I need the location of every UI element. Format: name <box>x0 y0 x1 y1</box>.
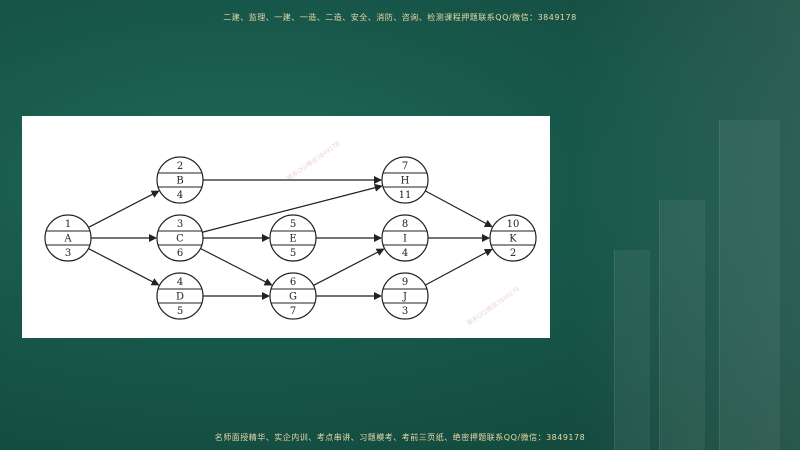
node-3: 3C 6 <box>156 214 204 262</box>
node-duration-label: 7 <box>290 306 296 317</box>
node-circle <box>156 214 204 262</box>
edges-layer <box>88 176 493 300</box>
node-duration-label: 4 <box>402 248 408 259</box>
node-name-label: E <box>289 234 296 245</box>
edge-arrow-1-2 <box>88 190 160 228</box>
node-4: 4D 5 <box>156 272 204 320</box>
node-circle <box>381 272 429 320</box>
node-name-label: D <box>176 292 184 303</box>
building-silhouette <box>719 120 780 450</box>
building-silhouette <box>614 250 650 450</box>
node-9: 9J 3 <box>381 272 429 320</box>
edge-arrow-3-6 <box>200 247 273 286</box>
footer-banner: 名师面授精华、实企内训、考点串讲、习题模考、考前三页纸、绝密押题联系QQ/微信：… <box>214 433 586 442</box>
node-circle <box>269 214 317 262</box>
node-name-label: I <box>403 234 407 245</box>
node-id-label: 3 <box>177 219 183 230</box>
node-duration-label: 4 <box>177 190 183 201</box>
node-duration-label: 11 <box>399 190 412 201</box>
node-circle <box>44 214 92 262</box>
node-8: 8I 4 <box>381 214 429 262</box>
node-name-label: A <box>63 234 72 245</box>
node-name-label: G <box>289 292 297 303</box>
node-id-label: 5 <box>290 219 296 230</box>
node-name-label: K <box>509 234 517 245</box>
node-name-label: H <box>401 176 410 187</box>
node-duration-label: 5 <box>177 306 183 317</box>
header-banner: 二建、监理、一建、一造、二造、安全、消防、咨询、检测课程押题联系QQ/微信：38… <box>223 13 577 22</box>
node-id-label: 1 <box>65 219 71 230</box>
node-6: 6G 7 <box>269 272 317 320</box>
node-id-label: 4 <box>177 277 183 288</box>
node-id-label: 6 <box>290 277 296 288</box>
edge-arrow-6-8 <box>313 248 385 286</box>
edge-arrow-7-10 <box>424 190 493 228</box>
node-id-label: 10 <box>507 219 520 230</box>
edge-arrow-1-4 <box>88 248 160 286</box>
node-duration-label: 3 <box>402 306 408 317</box>
node-id-label: 7 <box>402 161 408 172</box>
node-duration-label: 3 <box>65 248 71 259</box>
node-circle <box>156 156 204 204</box>
node-id-label: 2 <box>177 161 183 172</box>
node-7: 7H 11 <box>381 156 429 204</box>
node-duration-label: 6 <box>177 248 183 259</box>
node-10: 10K 2 <box>489 214 537 262</box>
node-duration-label: 5 <box>290 248 296 259</box>
node-id-label: 9 <box>402 277 408 288</box>
node-1: 1A 3 <box>44 214 92 262</box>
node-circle <box>269 272 317 320</box>
node-name-label: B <box>176 176 183 187</box>
node-2: 2B 4 <box>156 156 204 204</box>
node-name-label: C <box>176 234 184 245</box>
node-circle <box>156 272 204 320</box>
node-circle <box>381 214 429 262</box>
node-circle <box>381 156 429 204</box>
node-circle <box>489 214 537 262</box>
background-decoration <box>570 0 800 450</box>
node-5: 5E5 <box>269 214 317 262</box>
edge-arrow-3-7 <box>202 183 383 233</box>
node-id-label: 8 <box>402 219 408 230</box>
building-silhouette <box>659 200 705 450</box>
node-duration-label: 2 <box>510 248 516 259</box>
node-name-label: J <box>402 292 407 303</box>
edge-arrow-9-10 <box>424 248 493 286</box>
